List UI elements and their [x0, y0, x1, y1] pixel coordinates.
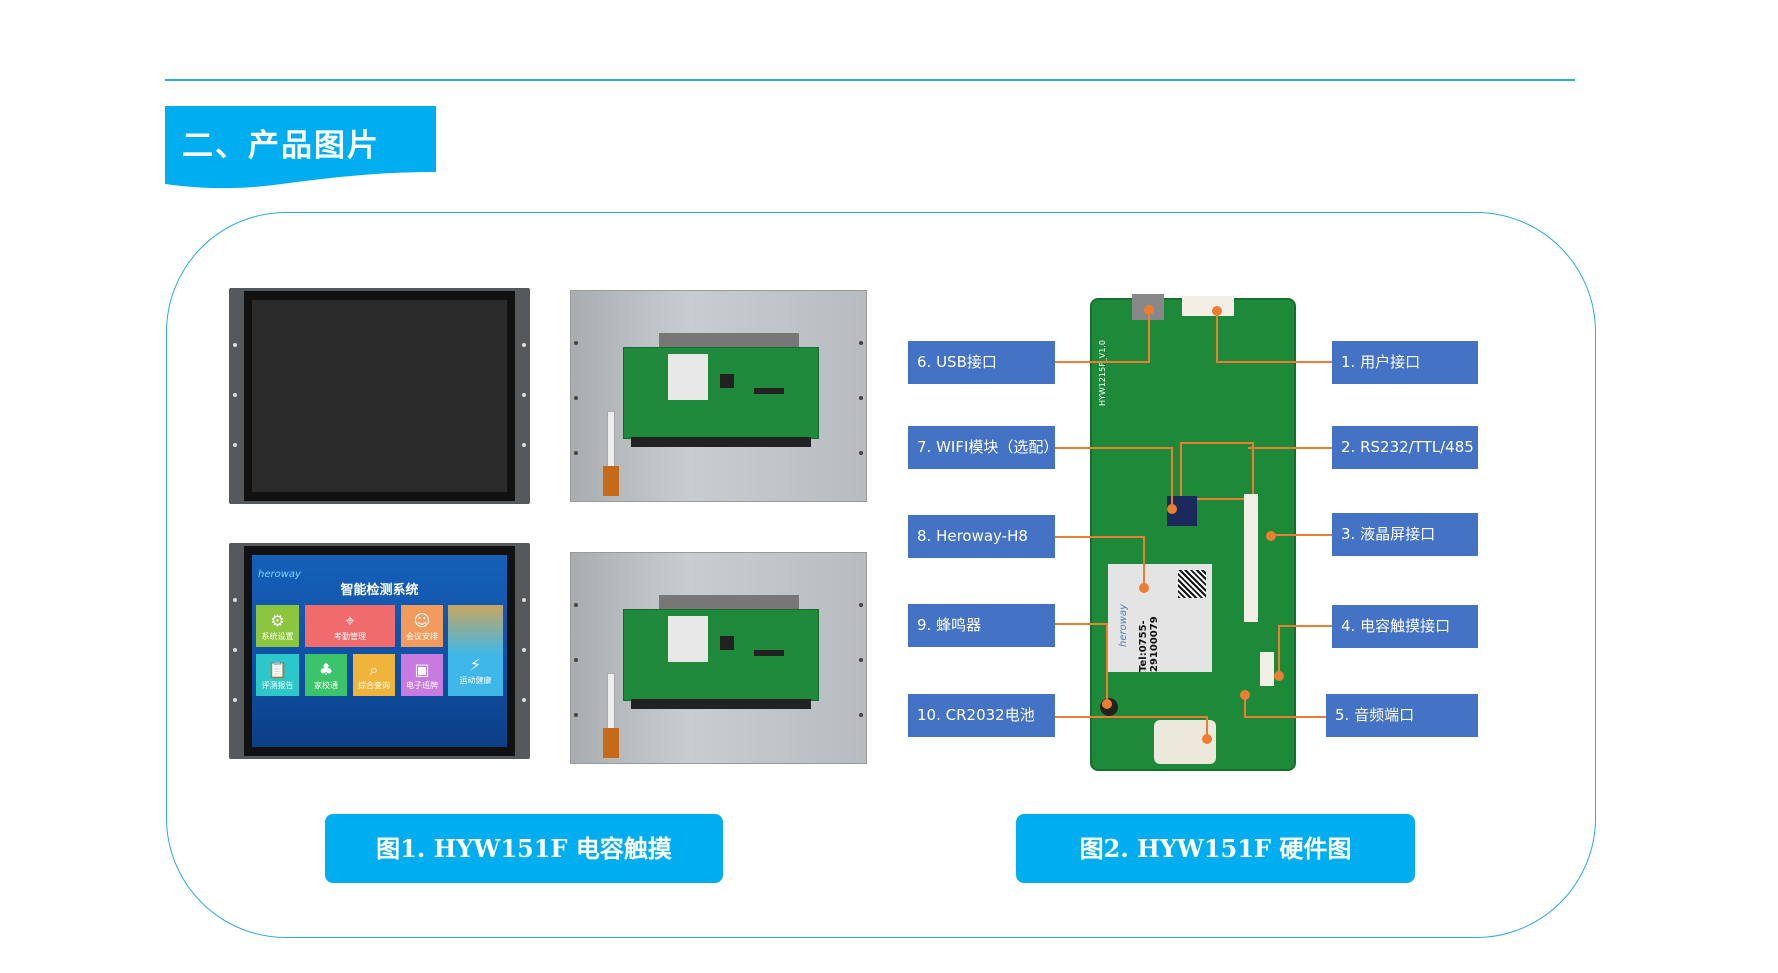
lcd-connector: [1244, 494, 1258, 622]
label-touch-port: 4. 电容触摸接口: [1332, 605, 1478, 648]
rs232-highlight: [1180, 442, 1254, 500]
label-wifi: 7. WIFI模块（选配）: [908, 426, 1058, 469]
tile-query: ⌕综合查询: [353, 654, 395, 696]
magnifier-icon: ⌕: [369, 660, 379, 679]
product-front-image: [229, 288, 530, 504]
label-rs232: 2. RS232/TTL/485: [1332, 426, 1478, 469]
label-battery: 10. CR2032电池: [908, 694, 1055, 737]
label-user-port: 1. 用户接口: [1332, 341, 1478, 384]
clipboard-icon: 📋: [267, 660, 288, 679]
section-heading: 二、产品图片: [165, 106, 436, 189]
tile-sports-health: ⚡运动健康: [448, 605, 503, 696]
product-back-image-2: [570, 552, 867, 764]
figure1-caption: 图1. HYW151F 电容触摸: [325, 814, 723, 883]
tile-report: 📋评测报告: [256, 654, 299, 696]
label-lcd-port: 3. 液晶屏接口: [1332, 513, 1478, 556]
badge-icon: ▣: [414, 660, 430, 679]
buzzer: [1100, 698, 1118, 716]
tile-home-school: ♣家校通: [305, 654, 347, 696]
content-panel: [166, 212, 1596, 938]
audio-connector: [1260, 652, 1274, 686]
usb-connector: [1132, 294, 1164, 320]
tile-class-board: ▣电子班牌: [401, 654, 443, 696]
label-usb: 6. USB接口: [908, 341, 1055, 384]
user-connector: [1182, 296, 1234, 316]
plant-icon: ♣: [318, 660, 334, 679]
product-back-image: [570, 290, 867, 502]
tile-system-settings: ⚙系统设置: [256, 605, 299, 647]
runner-icon: ⚡: [469, 655, 482, 674]
product-front-ui-image: heroway 智能检测系统 ⚙系统设置 ⌖考勤管理 ☺会议安排 ⚡运动健康 📋…: [229, 543, 530, 759]
label-audio-port: 5. 音频端口: [1326, 694, 1478, 737]
tile-attendance: ⌖考勤管理: [305, 605, 395, 647]
chip-label-sticker: Tel:0755-29100079 heroway: [1108, 564, 1212, 672]
battery-holder: [1154, 720, 1216, 764]
heading-banner-shape: [165, 106, 436, 189]
label-buzzer: 9. 蜂鸣器: [908, 604, 1055, 647]
location-pin-icon: ⌖: [345, 611, 355, 630]
hardware-board-image: HYW1215F_V1.0 Tel:0755-29100079 heroway: [1090, 294, 1296, 771]
tile-meeting: ☺会议安排: [401, 605, 443, 647]
gear-icon: ⚙: [270, 611, 285, 630]
qr-code: [1178, 570, 1206, 598]
figure2-caption: 图2. HYW151F 硬件图: [1016, 814, 1415, 883]
label-heroway-h8: 8. Heroway-H8: [908, 515, 1055, 558]
heroway-logo: heroway: [258, 569, 301, 580]
top-divider: [165, 79, 1575, 81]
screen-ui-title: 智能检测系统: [340, 583, 419, 598]
section-title: 二、产品图片: [182, 128, 380, 164]
people-icon: ☺: [413, 611, 431, 630]
wifi-module: [1167, 496, 1197, 526]
